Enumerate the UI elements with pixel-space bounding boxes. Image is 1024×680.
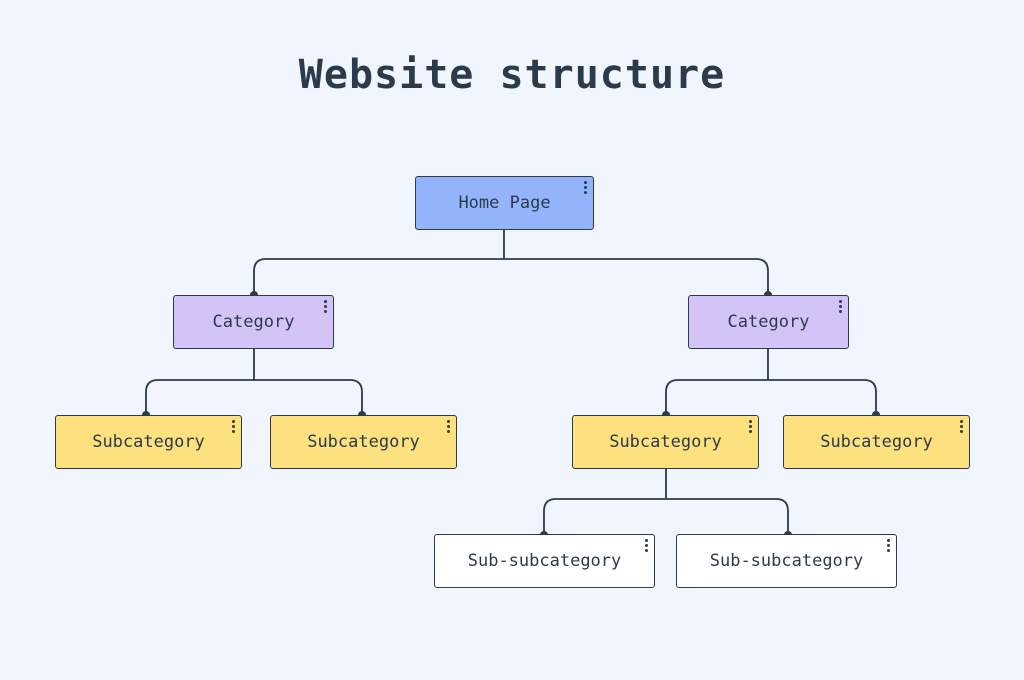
node-label: Category	[727, 312, 810, 332]
node-subcategory-2[interactable]: Subcategory	[270, 415, 457, 469]
node-label: Category	[212, 312, 295, 332]
node-label: Subcategory	[609, 432, 722, 452]
more-vertical-icon[interactable]	[447, 420, 450, 433]
connector-right-category-to-subs	[665, 349, 877, 416]
connector-sub-to-subsubs	[543, 468, 789, 535]
node-subcategory-1[interactable]: Subcategory	[55, 415, 242, 469]
node-label: Sub-subcategory	[709, 551, 864, 571]
more-vertical-icon[interactable]	[960, 420, 963, 433]
connector-home-to-categories	[253, 230, 769, 296]
more-vertical-icon[interactable]	[839, 300, 842, 313]
node-category-right[interactable]: Category	[688, 295, 849, 349]
node-label: Home Page	[458, 193, 551, 213]
node-label: Subcategory	[307, 432, 420, 452]
node-sub-subcategory-1[interactable]: Sub-subcategory	[434, 534, 655, 588]
node-label: Subcategory	[92, 432, 205, 452]
more-vertical-icon[interactable]	[232, 420, 235, 433]
node-home-page[interactable]: Home Page	[415, 176, 594, 230]
node-category-left[interactable]: Category	[173, 295, 334, 349]
more-vertical-icon[interactable]	[749, 420, 752, 433]
connector-left-category-to-subs	[145, 349, 363, 416]
node-subcategory-3[interactable]: Subcategory	[572, 415, 759, 469]
node-label: Sub-subcategory	[467, 551, 622, 571]
more-vertical-icon[interactable]	[645, 539, 648, 552]
node-subcategory-4[interactable]: Subcategory	[783, 415, 970, 469]
diagram-title: Website structure	[298, 52, 726, 98]
more-vertical-icon[interactable]	[324, 300, 327, 313]
node-label: Subcategory	[820, 432, 933, 452]
node-sub-subcategory-2[interactable]: Sub-subcategory	[676, 534, 897, 588]
more-vertical-icon[interactable]	[584, 181, 587, 194]
more-vertical-icon[interactable]	[887, 539, 890, 552]
